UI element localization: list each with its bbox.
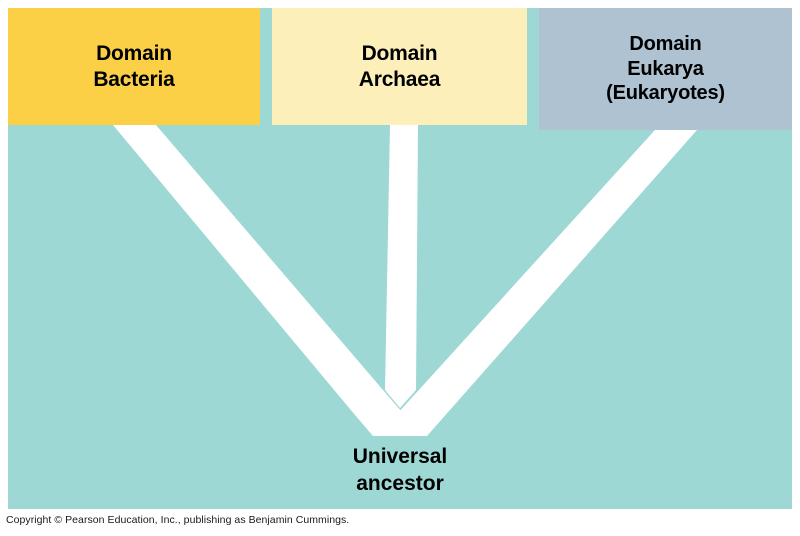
domain-box-eukarya[interactable]: Domain Eukarya (Eukaryotes) [539, 8, 792, 130]
domain-box-bacteria[interactable]: Domain Bacteria [8, 8, 260, 125]
domain-box-archaea[interactable]: Domain Archaea [272, 8, 527, 125]
copyright-notice: Copyright © Pearson Education, Inc., pub… [6, 514, 350, 526]
domain-label-archaea: Domain Archaea [358, 41, 441, 91]
domain-label-bacteria: Domain Bacteria [93, 41, 175, 91]
domain-label-eukarya: Domain Eukarya (Eukaryotes) [606, 33, 725, 105]
universal-ancestor-label: Universal ancestor [352, 445, 448, 495]
